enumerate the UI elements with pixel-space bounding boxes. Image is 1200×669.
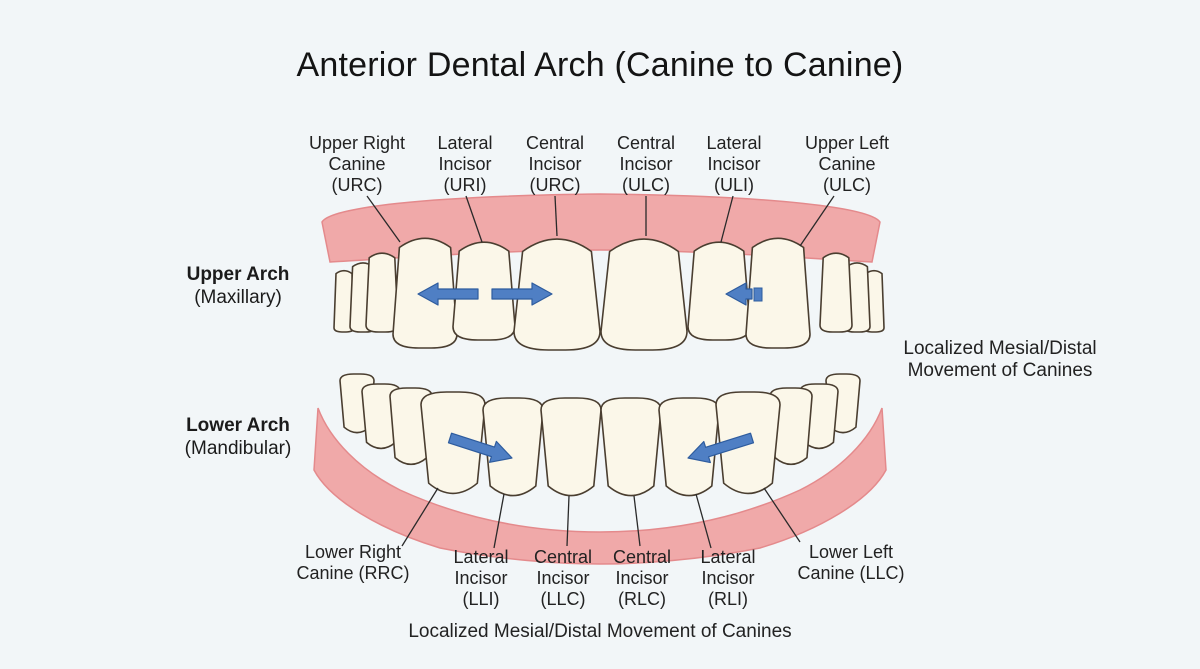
upper-right-lateral-incisor <box>452 241 516 341</box>
page-title: Anterior Dental Arch (Canine to Canine) <box>296 46 904 84</box>
leader-line-9 <box>633 495 641 547</box>
lower-left-central-incisor <box>600 397 662 497</box>
upper-arch-label: Upper Arch(Maxillary) <box>186 264 290 308</box>
lower-left-lateral-incisor <box>658 397 720 497</box>
upper-left-canine <box>745 237 811 349</box>
lower-right-central-incisor <box>540 397 602 497</box>
leader-line-6 <box>401 487 439 547</box>
bottom-note: Localized Mesial/Distal Movement of Cani… <box>408 621 792 642</box>
lower-gum <box>313 407 887 565</box>
leader-line-7 <box>493 493 505 549</box>
upper-right-premolar-0 <box>333 269 355 333</box>
leader-line-1 <box>465 195 483 243</box>
leader-lines-layer <box>366 195 835 549</box>
leader-line-5 <box>799 195 835 247</box>
arrow-lower-left-canine <box>687 432 755 464</box>
upper-left-central-incisor <box>600 238 688 351</box>
arrow-upper-left-lateral <box>725 282 753 306</box>
leader-line-11 <box>763 487 801 543</box>
arrow-upper-right-central <box>491 282 553 306</box>
leader-line-4 <box>720 195 734 243</box>
gums-layer <box>313 193 887 565</box>
upper-right-central-incisor <box>513 238 601 351</box>
arrow-upper-right-canine <box>417 282 479 306</box>
leader-line-2 <box>554 195 558 237</box>
leader-line-10 <box>695 493 712 549</box>
arrow-stub-upper-left <box>753 287 763 302</box>
upper-left-premolar-2 <box>819 252 853 333</box>
upper-right-premolar-2 <box>365 252 399 333</box>
lower-arch-label: Lower Arch(Mandibular) <box>184 415 292 459</box>
teeth-layer <box>333 237 885 497</box>
leader-line-8 <box>566 495 570 547</box>
arrows-layer <box>417 282 763 464</box>
lower-right-lateral-incisor <box>482 397 544 497</box>
arrow-lower-right-canine <box>447 432 513 463</box>
leader-line-0 <box>366 195 401 243</box>
upper-left-lateral-incisor <box>687 241 751 341</box>
